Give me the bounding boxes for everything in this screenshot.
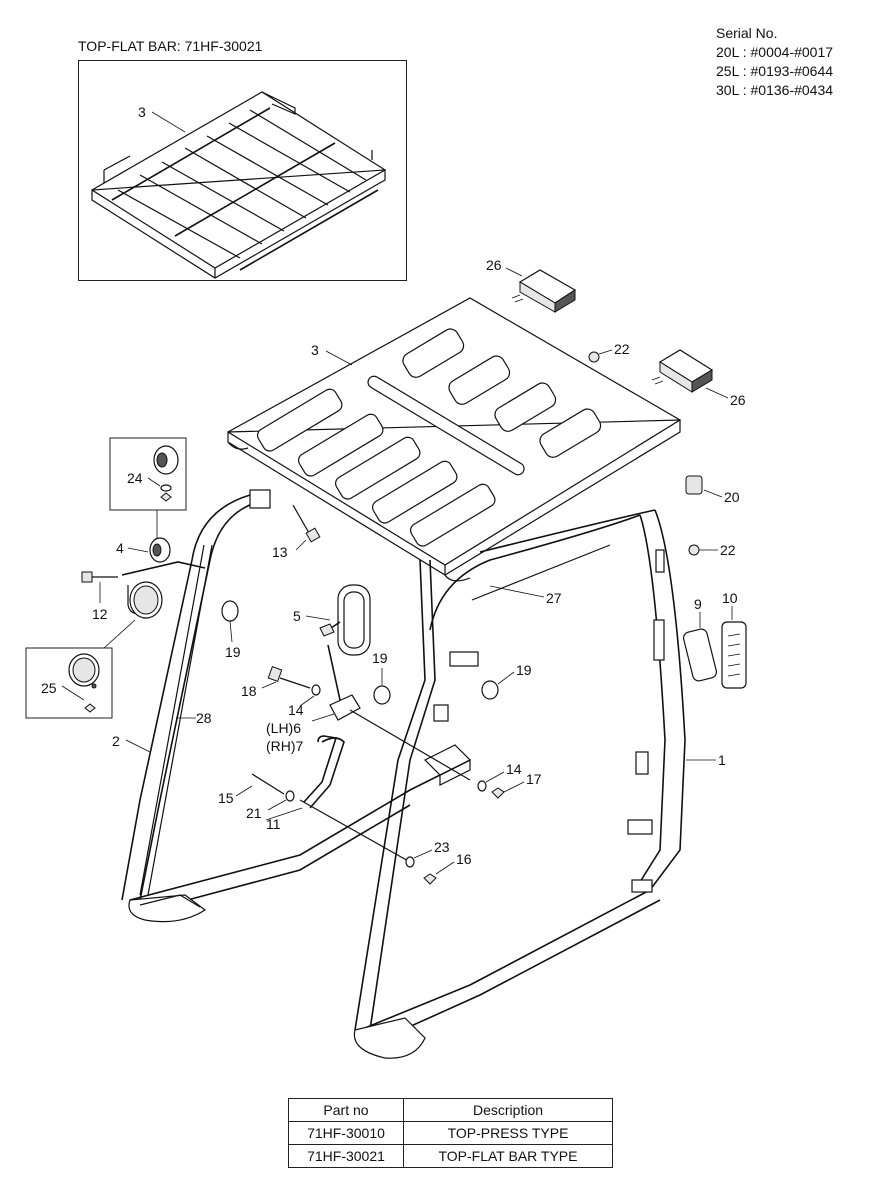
callout-14-upper: 14 [288,702,304,718]
callout-19-right: 19 [516,662,532,678]
bolt-18: 18 14 [241,666,321,718]
callout-26-upper: 26 [486,257,502,273]
callout-11: 11 [266,816,281,832]
work-lamp-4: 4 [116,537,171,563]
callout-25: 25 [41,680,57,696]
serial-info: Serial No. 20L : #0004-#0017 25L : #0193… [716,24,833,100]
callout-1: 1 [718,752,726,768]
callout-15: 15 [218,790,234,806]
callout-16: 16 [456,851,472,867]
rear-lamp-lower: 26 [651,349,746,408]
cover-10: 10 [721,590,747,689]
serial-line-20l: 20L : #0004-#0017 [716,44,834,60]
assist-grip-11: 11 15 21 [218,735,411,863]
callout-2: 2 [112,733,120,749]
serial-heading: Serial No. [716,25,778,41]
rubber-cap-20: 20 [685,475,740,505]
callout-9: 9 [694,596,702,612]
callout-3: 3 [311,342,319,358]
part-no-cell: 71HF-30010 [288,1121,404,1145]
inset-title: TOP-FLAT BAR: 71HF-30021 [78,38,263,54]
callout-5: 5 [293,608,301,624]
inset-callout-3: 3 [138,104,146,120]
callout-19-mid: 19 [372,650,388,666]
callout-14-lower: 14 [506,761,522,777]
callout-12: 12 [92,606,108,622]
rear-mirror-5: 5 [293,584,371,709]
description-cell: TOP-PRESS TYPE [403,1121,613,1145]
serial-line-30l: 30L : #0136-#0434 [716,82,834,98]
grommet-19-mid: 19 [372,650,391,705]
serial-line-25l: 25L : #0193-#0644 [716,63,834,79]
callout-10: 10 [722,590,738,606]
grommet-19-right: 19 [481,662,532,700]
nut-22-lower: 22 [688,542,736,558]
callout-23: 23 [434,839,450,855]
callout-19-left: 19 [225,644,241,660]
table-row: 71HF-30010 TOP-PRESS TYPE [288,1121,613,1145]
roof-panel: 3 [226,297,682,582]
nut-22-upper: 22 [588,341,630,363]
inset-frame [78,60,407,281]
rear-lamp-upper: 26 [486,257,577,313]
callout-22-lower: 22 [720,542,736,558]
parts-table: Part no Description 71HF-30010 TOP-PRESS… [288,1098,613,1168]
callout-20: 20 [724,489,740,505]
callout-24: 24 [127,470,143,486]
callout-28: 28 [196,710,212,726]
bolt-12: 12 [81,571,118,622]
inset-flat-bar-drawing: 3 [90,91,387,279]
callout-27: 27 [546,590,562,606]
header-part-no: Part no [288,1098,404,1122]
grommet-19-left: 19 [221,600,241,660]
callout-17: 17 [526,771,542,787]
work-lamp-detail-24: 24 [109,437,187,540]
washer-nut-23-16: 23 16 [405,839,472,885]
bolt-13: 13 [272,504,321,560]
callout-22-upper: 22 [614,341,630,357]
guard-frame: 1 2 28 27 [112,489,726,1059]
callout-26-lower: 26 [730,392,746,408]
cover-9: 9 [682,596,718,682]
header-description: Description [403,1098,613,1122]
callout-13: 13 [272,544,288,560]
callout-4: 4 [116,540,124,556]
washer-nut-14-17: 14 17 [477,761,542,799]
lamp-bracket-25: 25 [25,561,206,719]
table-row: 71HF-30021 TOP-FLAT BAR TYPE [288,1144,613,1168]
callout-21: 21 [246,805,262,821]
mirror-bracket-6-7: (LH)6 (RH)7 [266,694,471,781]
description-cell: TOP-FLAT BAR TYPE [403,1144,613,1168]
callout-7: (RH)7 [266,738,304,754]
parts-table-header: Part no Description [288,1098,613,1122]
callout-6: (LH)6 [266,720,301,736]
callout-18: 18 [241,683,257,699]
part-no-cell: 71HF-30021 [288,1144,404,1168]
